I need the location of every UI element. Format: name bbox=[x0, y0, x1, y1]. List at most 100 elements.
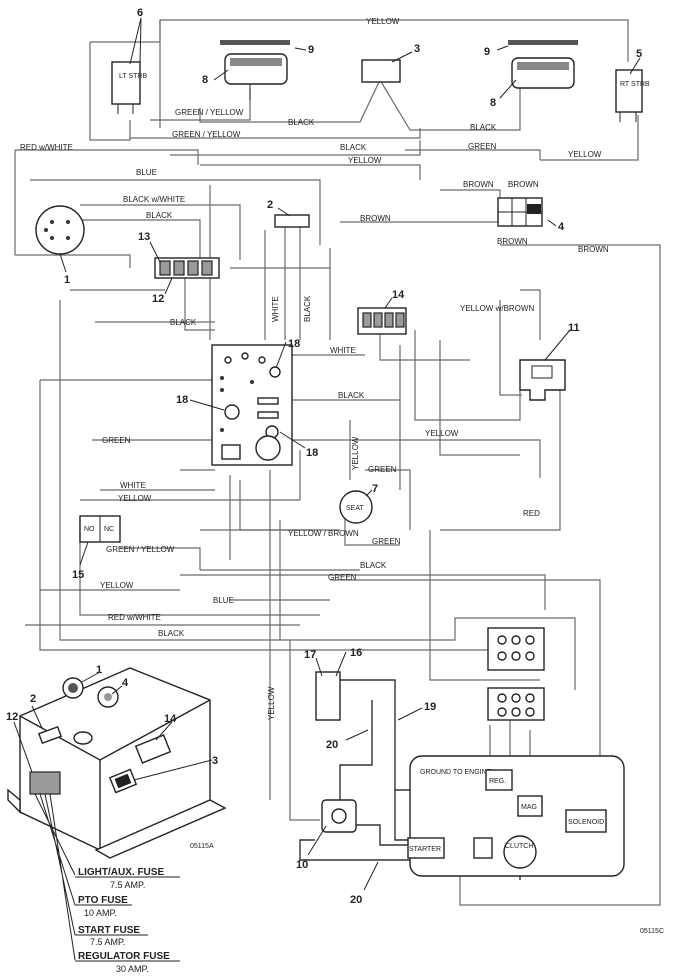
callout-16: 16 bbox=[350, 647, 362, 659]
wire-label-yellow-vert-2: YELLOW bbox=[267, 686, 276, 720]
callout-4-top: 4 bbox=[558, 221, 565, 233]
callout-17: 17 bbox=[304, 649, 316, 661]
lt-strb-label: LT STRB bbox=[119, 73, 147, 80]
reg-label: REG. bbox=[489, 778, 506, 785]
mag-label: MAG bbox=[521, 804, 537, 811]
control-panel-inset: 05115A bbox=[7, 667, 227, 961]
wire-label-blue-2: BLUE bbox=[213, 596, 234, 605]
wire-label-white-vert: WHITE bbox=[271, 296, 280, 322]
inline-fuse-holder bbox=[315, 671, 341, 721]
fuse-amp-light: 7.5 AMP. bbox=[110, 880, 145, 890]
pto-switch-block bbox=[497, 197, 543, 227]
wire-label-black-8: BLACK bbox=[158, 629, 185, 638]
engine-connector-lower bbox=[487, 687, 545, 721]
wire-label-yellow-brown-2: YELLOW / BROWN bbox=[288, 529, 359, 538]
wire-label-yellow-5: YELLOW bbox=[118, 494, 152, 503]
fuse-name-pto: PTO FUSE bbox=[78, 895, 128, 906]
engine-connector-upper bbox=[487, 627, 545, 671]
key-switch bbox=[35, 205, 85, 255]
wire-label-black-vert: BLACK bbox=[303, 295, 312, 322]
callout-2-top: 2 bbox=[267, 199, 273, 211]
callout-18-right: 18 bbox=[306, 447, 318, 459]
wire-label-brown-2: BROWN bbox=[508, 180, 539, 189]
callout-2-inset: 2 bbox=[30, 693, 36, 705]
wire-label-yellow-3: YELLOW bbox=[348, 156, 382, 165]
fuse-amp-pto: 10 AMP. bbox=[84, 908, 117, 918]
no-label: NO bbox=[84, 526, 95, 533]
solenoid-label: SOLENOID bbox=[568, 819, 604, 826]
callout-14-top: 14 bbox=[392, 289, 405, 301]
seat-switch: SEAT bbox=[339, 490, 373, 524]
wire-labels: YELLOW GREEN / YELLOW BLACK BLACK GREEN … bbox=[20, 17, 609, 820]
wire-label-white-3: WHITE bbox=[120, 481, 146, 490]
callout-18-left: 18 bbox=[176, 394, 188, 406]
left-light bbox=[220, 40, 290, 100]
seat-label: SEAT bbox=[346, 505, 364, 512]
callout-9-right: 9 bbox=[484, 46, 490, 58]
fuse-amp-start: 7.5 AMP. bbox=[90, 937, 125, 947]
callout-5: 5 bbox=[636, 48, 642, 60]
wire-label-green-4: GREEN bbox=[372, 537, 401, 546]
callout-20-lower: 20 bbox=[350, 894, 362, 906]
wire-label-black-3: BLACK bbox=[340, 143, 367, 152]
wire-label-blue-1: BLUE bbox=[136, 168, 157, 177]
callout-1-top: 1 bbox=[64, 274, 70, 286]
plug-connector bbox=[274, 214, 310, 228]
wire-label-black-white: BLACK w/WHITE bbox=[123, 195, 185, 204]
right-light bbox=[508, 40, 578, 89]
wire-label-black-7: BLACK bbox=[360, 561, 387, 570]
wire-label-brown-3: BROWN bbox=[360, 214, 391, 223]
left-strobe: LT STRB bbox=[111, 61, 147, 114]
brake-switch: NO NC bbox=[79, 515, 121, 543]
clutch-label: CLUTCH bbox=[505, 843, 533, 850]
wire-label-green-2: GREEN bbox=[102, 436, 131, 445]
wire-label-green-5: GREEN bbox=[328, 573, 357, 582]
wire-label-black-5: BLACK bbox=[170, 318, 197, 327]
wire-label-black-1: BLACK bbox=[288, 118, 315, 127]
wire-label-green-yellow-1: GREEN / YELLOW bbox=[175, 108, 244, 117]
callout-1-inset: 1 bbox=[96, 664, 102, 676]
callout-12-top: 12 bbox=[152, 293, 164, 305]
wire-label-red: RED bbox=[523, 509, 540, 518]
callout-10: 10 bbox=[296, 859, 308, 871]
starter-solenoid bbox=[321, 799, 357, 833]
light-switch-module bbox=[361, 59, 401, 83]
callout-19: 19 bbox=[424, 701, 436, 713]
callouts: 6 9 8 3 9 8 5 2 4 13 12 1 14 11 18 18 18… bbox=[6, 7, 642, 906]
callout-14-inset: 14 bbox=[164, 713, 177, 725]
harness-connector bbox=[519, 359, 566, 401]
starter-label: STARTER bbox=[409, 846, 441, 853]
callout-3-top: 3 bbox=[414, 43, 420, 55]
fuse-amp-regulator: 30 AMP. bbox=[116, 964, 149, 974]
wire-label-white-2: WHITE bbox=[330, 346, 356, 355]
callout-3-inset: 3 bbox=[212, 755, 218, 767]
ground-to-engine-label: GROUND TO ENGINE bbox=[420, 769, 492, 776]
callout-18-top: 18 bbox=[288, 338, 300, 350]
main-drawing-code: 05115C bbox=[640, 928, 664, 935]
callout-8-left: 8 bbox=[202, 74, 208, 86]
wire-label-yellow-brown-1: YELLOW w/BROWN bbox=[460, 304, 534, 313]
callout-7: 7 bbox=[372, 483, 378, 495]
right-strobe: RT STRB bbox=[615, 69, 650, 122]
wire-label-brown-1: BROWN bbox=[463, 180, 494, 189]
callout-11: 11 bbox=[568, 322, 580, 334]
wire-network bbox=[14, 19, 661, 906]
control-module bbox=[211, 344, 293, 466]
wire-label-green-3: GREEN bbox=[368, 465, 397, 474]
callout-4-inset: 4 bbox=[122, 677, 129, 689]
callout-9-left: 9 bbox=[308, 44, 314, 56]
nc-label: NC bbox=[104, 526, 114, 533]
wire-label-yellow-vert: YELLOW bbox=[351, 436, 360, 470]
fuse-legend: LIGHT/AUX. FUSE 7.5 AMP. PTO FUSE 10 AMP… bbox=[75, 867, 180, 974]
callout-15: 15 bbox=[72, 569, 84, 581]
wire-label-red-white-1: RED w/WHITE bbox=[20, 143, 73, 152]
callout-20-upper: 20 bbox=[326, 739, 338, 751]
wire-label-brown-4: BROWN bbox=[497, 237, 528, 246]
wire-label-green-yellow-3: GREEN / YELLOW bbox=[106, 545, 175, 554]
callout-8-right: 8 bbox=[490, 97, 496, 109]
callout-12-inset: 12 bbox=[6, 711, 18, 723]
wire-label-yellow-top: YELLOW bbox=[366, 17, 400, 26]
wire-label-yellow-6: YELLOW bbox=[100, 581, 134, 590]
wire-label-brown-5: BROWN bbox=[578, 245, 609, 254]
